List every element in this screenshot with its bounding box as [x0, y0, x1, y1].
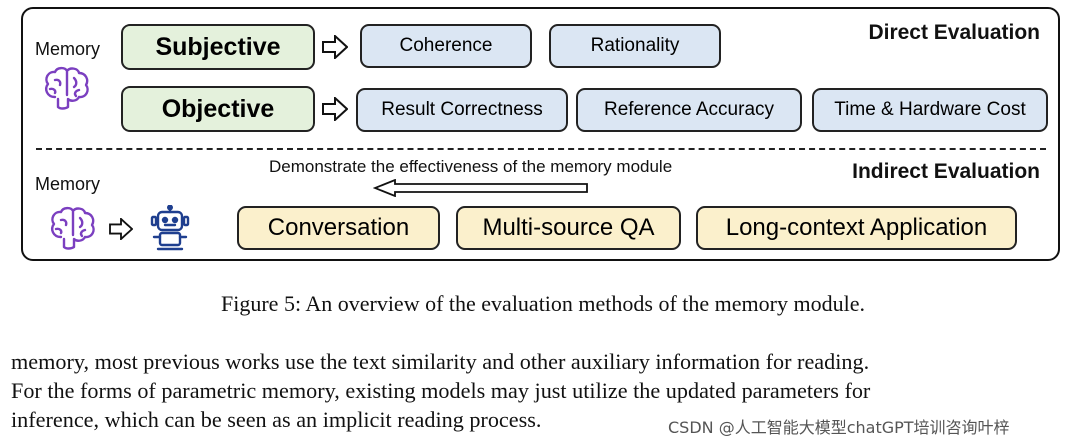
rationality-box: Rationality [549, 24, 721, 68]
result-correctness-label: Result Correctness [381, 99, 543, 120]
rationality-label: Rationality [590, 35, 680, 56]
evaluation-figure: Memory Subjective Coherence Rationality … [21, 7, 1060, 261]
demonstrate-text: Demonstrate the effectiveness of the mem… [269, 157, 673, 176]
hollow-arrow-right-icon [109, 218, 133, 240]
subjective-box: Subjective [121, 24, 315, 70]
objective-box: Objective [121, 86, 315, 132]
time-hardware-cost-box: Time & Hardware Cost [812, 88, 1048, 132]
time-hardware-cost-label: Time & Hardware Cost [834, 99, 1026, 120]
hollow-arrow-left-icon [373, 179, 588, 197]
hollow-arrow-right-icon [322, 35, 348, 59]
hollow-arrow-right-icon [322, 97, 348, 121]
coherence-box: Coherence [360, 24, 532, 68]
result-correctness-box: Result Correctness [356, 88, 568, 132]
brain-icon [51, 206, 95, 250]
reference-accuracy-label: Reference Accuracy [603, 99, 775, 120]
robot-icon [150, 205, 190, 251]
reference-accuracy-box: Reference Accuracy [576, 88, 802, 132]
indirect-evaluation-title: Indirect Evaluation [852, 160, 1040, 183]
coherence-label: Coherence [399, 35, 493, 56]
figure-caption: Figure 5: An overview of the evaluation … [221, 291, 865, 316]
brain-icon [45, 66, 89, 110]
section-divider [36, 148, 1046, 150]
body-line-2: For the forms of parametric memory, exis… [11, 378, 871, 403]
multi-source-qa-box: Multi-source QA [456, 206, 681, 250]
conversation-box: Conversation [237, 206, 440, 250]
subjective-label: Subjective [155, 32, 281, 61]
body-line-3: inference, which can be seen as an impli… [11, 407, 542, 432]
memory-label-indirect: Memory [35, 174, 101, 194]
body-line-1: memory, most previous works use the text… [11, 349, 870, 374]
multi-source-qa-label: Multi-source QA [482, 214, 655, 241]
body-paragraph: memory, most previous works use the text… [11, 347, 1081, 434]
direct-evaluation-title: Direct Evaluation [868, 21, 1040, 44]
conversation-label: Conversation [267, 214, 410, 241]
objective-label: Objective [161, 94, 275, 123]
watermark: CSDN @人工智能大模型chatGPT培训咨询叶梓 [668, 418, 1010, 437]
long-context-application-box: Long-context Application [696, 206, 1017, 250]
long-context-application-label: Long-context Application [725, 214, 988, 241]
memory-label-direct: Memory [35, 39, 101, 59]
